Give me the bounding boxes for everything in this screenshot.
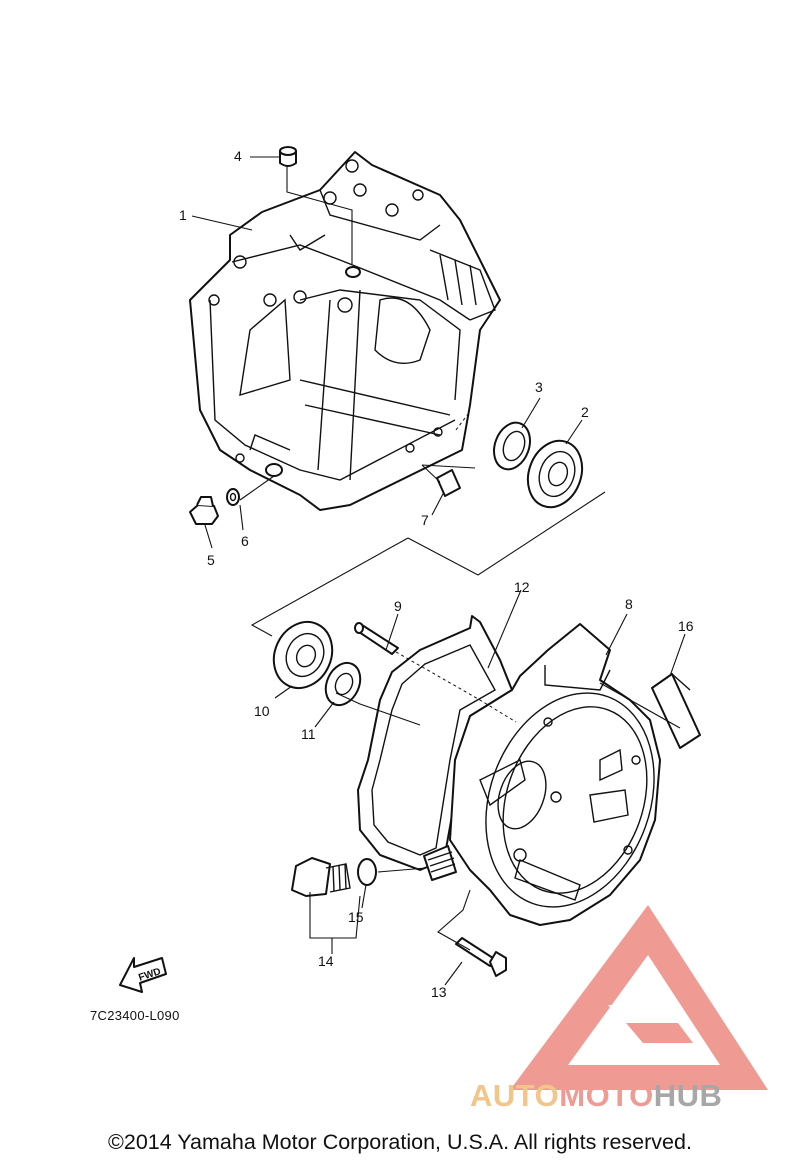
callout-3: 3: [535, 379, 543, 395]
dowel-pin-4: [279, 146, 297, 167]
callout-7: 7: [421, 512, 429, 528]
callout-12: 12: [514, 579, 530, 595]
watermark-auto: AUTO: [470, 1078, 560, 1113]
gasket-12: [357, 615, 513, 871]
oil-seal-3: [493, 421, 531, 471]
watermark-moto: MOTO: [559, 1078, 654, 1113]
callout-1: 1: [179, 207, 187, 223]
copyright-notice: ©2014 Yamaha Motor Corporation, U.S.A. A…: [108, 1130, 692, 1154]
watermark-text: AUTOMOTOHUB: [470, 1078, 722, 1114]
drain-plug-14: [291, 857, 351, 897]
callout-11: 11: [301, 726, 316, 742]
callout-15: 15: [348, 909, 364, 925]
automotohub-logo: [510, 905, 768, 1090]
callout-5: 5: [207, 552, 215, 568]
callout-10: 10: [254, 703, 270, 719]
callout-9: 9: [394, 598, 402, 614]
callout-14: 14: [318, 953, 334, 969]
diagram-part-code: 7C23400-L090: [90, 1008, 180, 1023]
bearing-10: [272, 620, 334, 690]
gasket-washer-6: [226, 488, 240, 506]
leader-lines: [191, 156, 686, 986]
watermark-hub: HUB: [653, 1078, 723, 1113]
damper-16: [651, 673, 701, 749]
drain-bolt-5: [189, 496, 219, 525]
bolt-13: [455, 937, 507, 977]
fwd-arrow-icon: [119, 957, 167, 993]
bearing-2: [526, 439, 584, 509]
callout-6: 6: [241, 533, 249, 549]
callout-2: 2: [581, 404, 589, 420]
callout-13: 13: [431, 984, 447, 1000]
crankcase-lower-8: [423, 623, 661, 926]
dowel-7: [436, 469, 461, 497]
crankcase-upper: [189, 151, 501, 511]
callout-16: 16: [678, 618, 694, 634]
callout-8: 8: [625, 596, 633, 612]
oil-seal-11: [324, 661, 362, 707]
pin-9: [354, 622, 399, 655]
callout-4: 4: [234, 148, 242, 164]
o-ring-15: [357, 858, 377, 886]
